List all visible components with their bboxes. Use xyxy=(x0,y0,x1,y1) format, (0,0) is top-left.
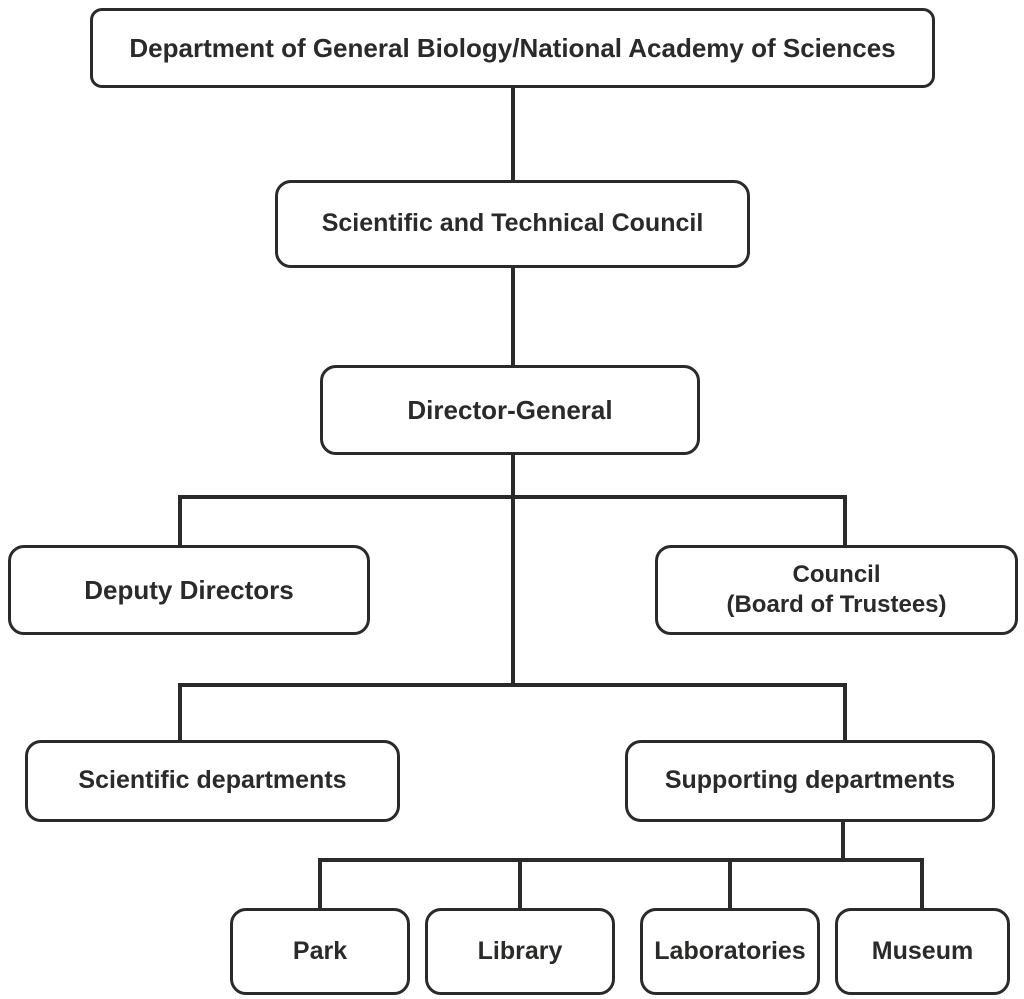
node-supporting-departments: Supporting departments xyxy=(625,740,995,822)
node-deputy-label: Deputy Directors xyxy=(84,574,294,605)
node-library: Library xyxy=(425,908,615,995)
node-council-board: Council (Board of Trustees) xyxy=(655,545,1018,635)
node-council: Scientific and Technical Council xyxy=(275,180,750,268)
node-deputy-directors: Deputy Directors xyxy=(8,545,370,635)
node-laboratories-label: Laboratories xyxy=(654,936,806,965)
node-scientific-departments: Scientific departments xyxy=(25,740,400,822)
node-director-label: Director-General xyxy=(407,394,613,425)
node-scientific-label: Scientific departments xyxy=(78,766,347,795)
node-board-label-line1: Council xyxy=(792,561,881,588)
node-museum: Museum xyxy=(835,908,1010,995)
node-park: Park xyxy=(230,908,410,995)
node-director: Director-General xyxy=(320,365,700,455)
node-root: Department of General Biology/National A… xyxy=(90,8,935,88)
node-board-label-line2: (Board of Trustees) xyxy=(726,591,947,618)
node-library-label: Library xyxy=(477,936,563,965)
node-root-label: Department of General Biology/National A… xyxy=(129,32,896,63)
node-park-label: Park xyxy=(292,936,348,965)
node-supporting-label: Supporting departments xyxy=(664,766,956,795)
node-laboratories: Laboratories xyxy=(640,908,820,995)
node-council-label: Scientific and Technical Council xyxy=(321,209,704,238)
node-museum-label: Museum xyxy=(871,936,974,965)
